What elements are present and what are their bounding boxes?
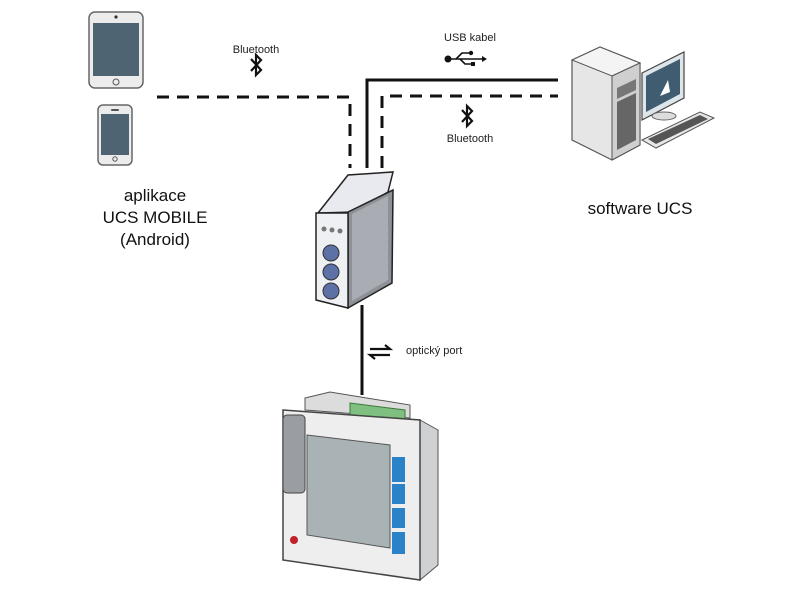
optical-port-label: optický port	[406, 345, 463, 357]
bluetooth-mobile-label: Bluetooth	[232, 44, 280, 56]
tablet-icon	[88, 11, 144, 89]
bluetooth-link-pc	[380, 94, 558, 168]
mobile-app-label-line: aplikace	[123, 186, 187, 205]
bluetooth-icon	[461, 103, 474, 129]
smartphone-icon	[97, 104, 133, 166]
bluetooth-pc-label: Bluetooth	[446, 133, 494, 145]
desktop-computer-icon	[570, 46, 716, 161]
usb-cable-label: USB kabel	[444, 32, 496, 44]
power-analyzer-meter-icon	[282, 391, 439, 582]
pc-software-label: software UCS	[587, 199, 693, 218]
mobile-app-label: aplikace UCS MOBILE (Android)	[80, 185, 230, 251]
mobile-app-label-line: UCS MOBILE	[102, 208, 208, 227]
bluetooth-link-mobile	[157, 95, 352, 168]
usb-icon	[444, 50, 487, 66]
mobile-app-label-line: (Android)	[120, 230, 190, 249]
bluetooth-icon	[250, 52, 263, 78]
usb-link-pc	[365, 78, 558, 168]
bidirectional-arrows-icon	[366, 344, 394, 360]
bluetooth-usb-converter-icon	[315, 171, 394, 310]
